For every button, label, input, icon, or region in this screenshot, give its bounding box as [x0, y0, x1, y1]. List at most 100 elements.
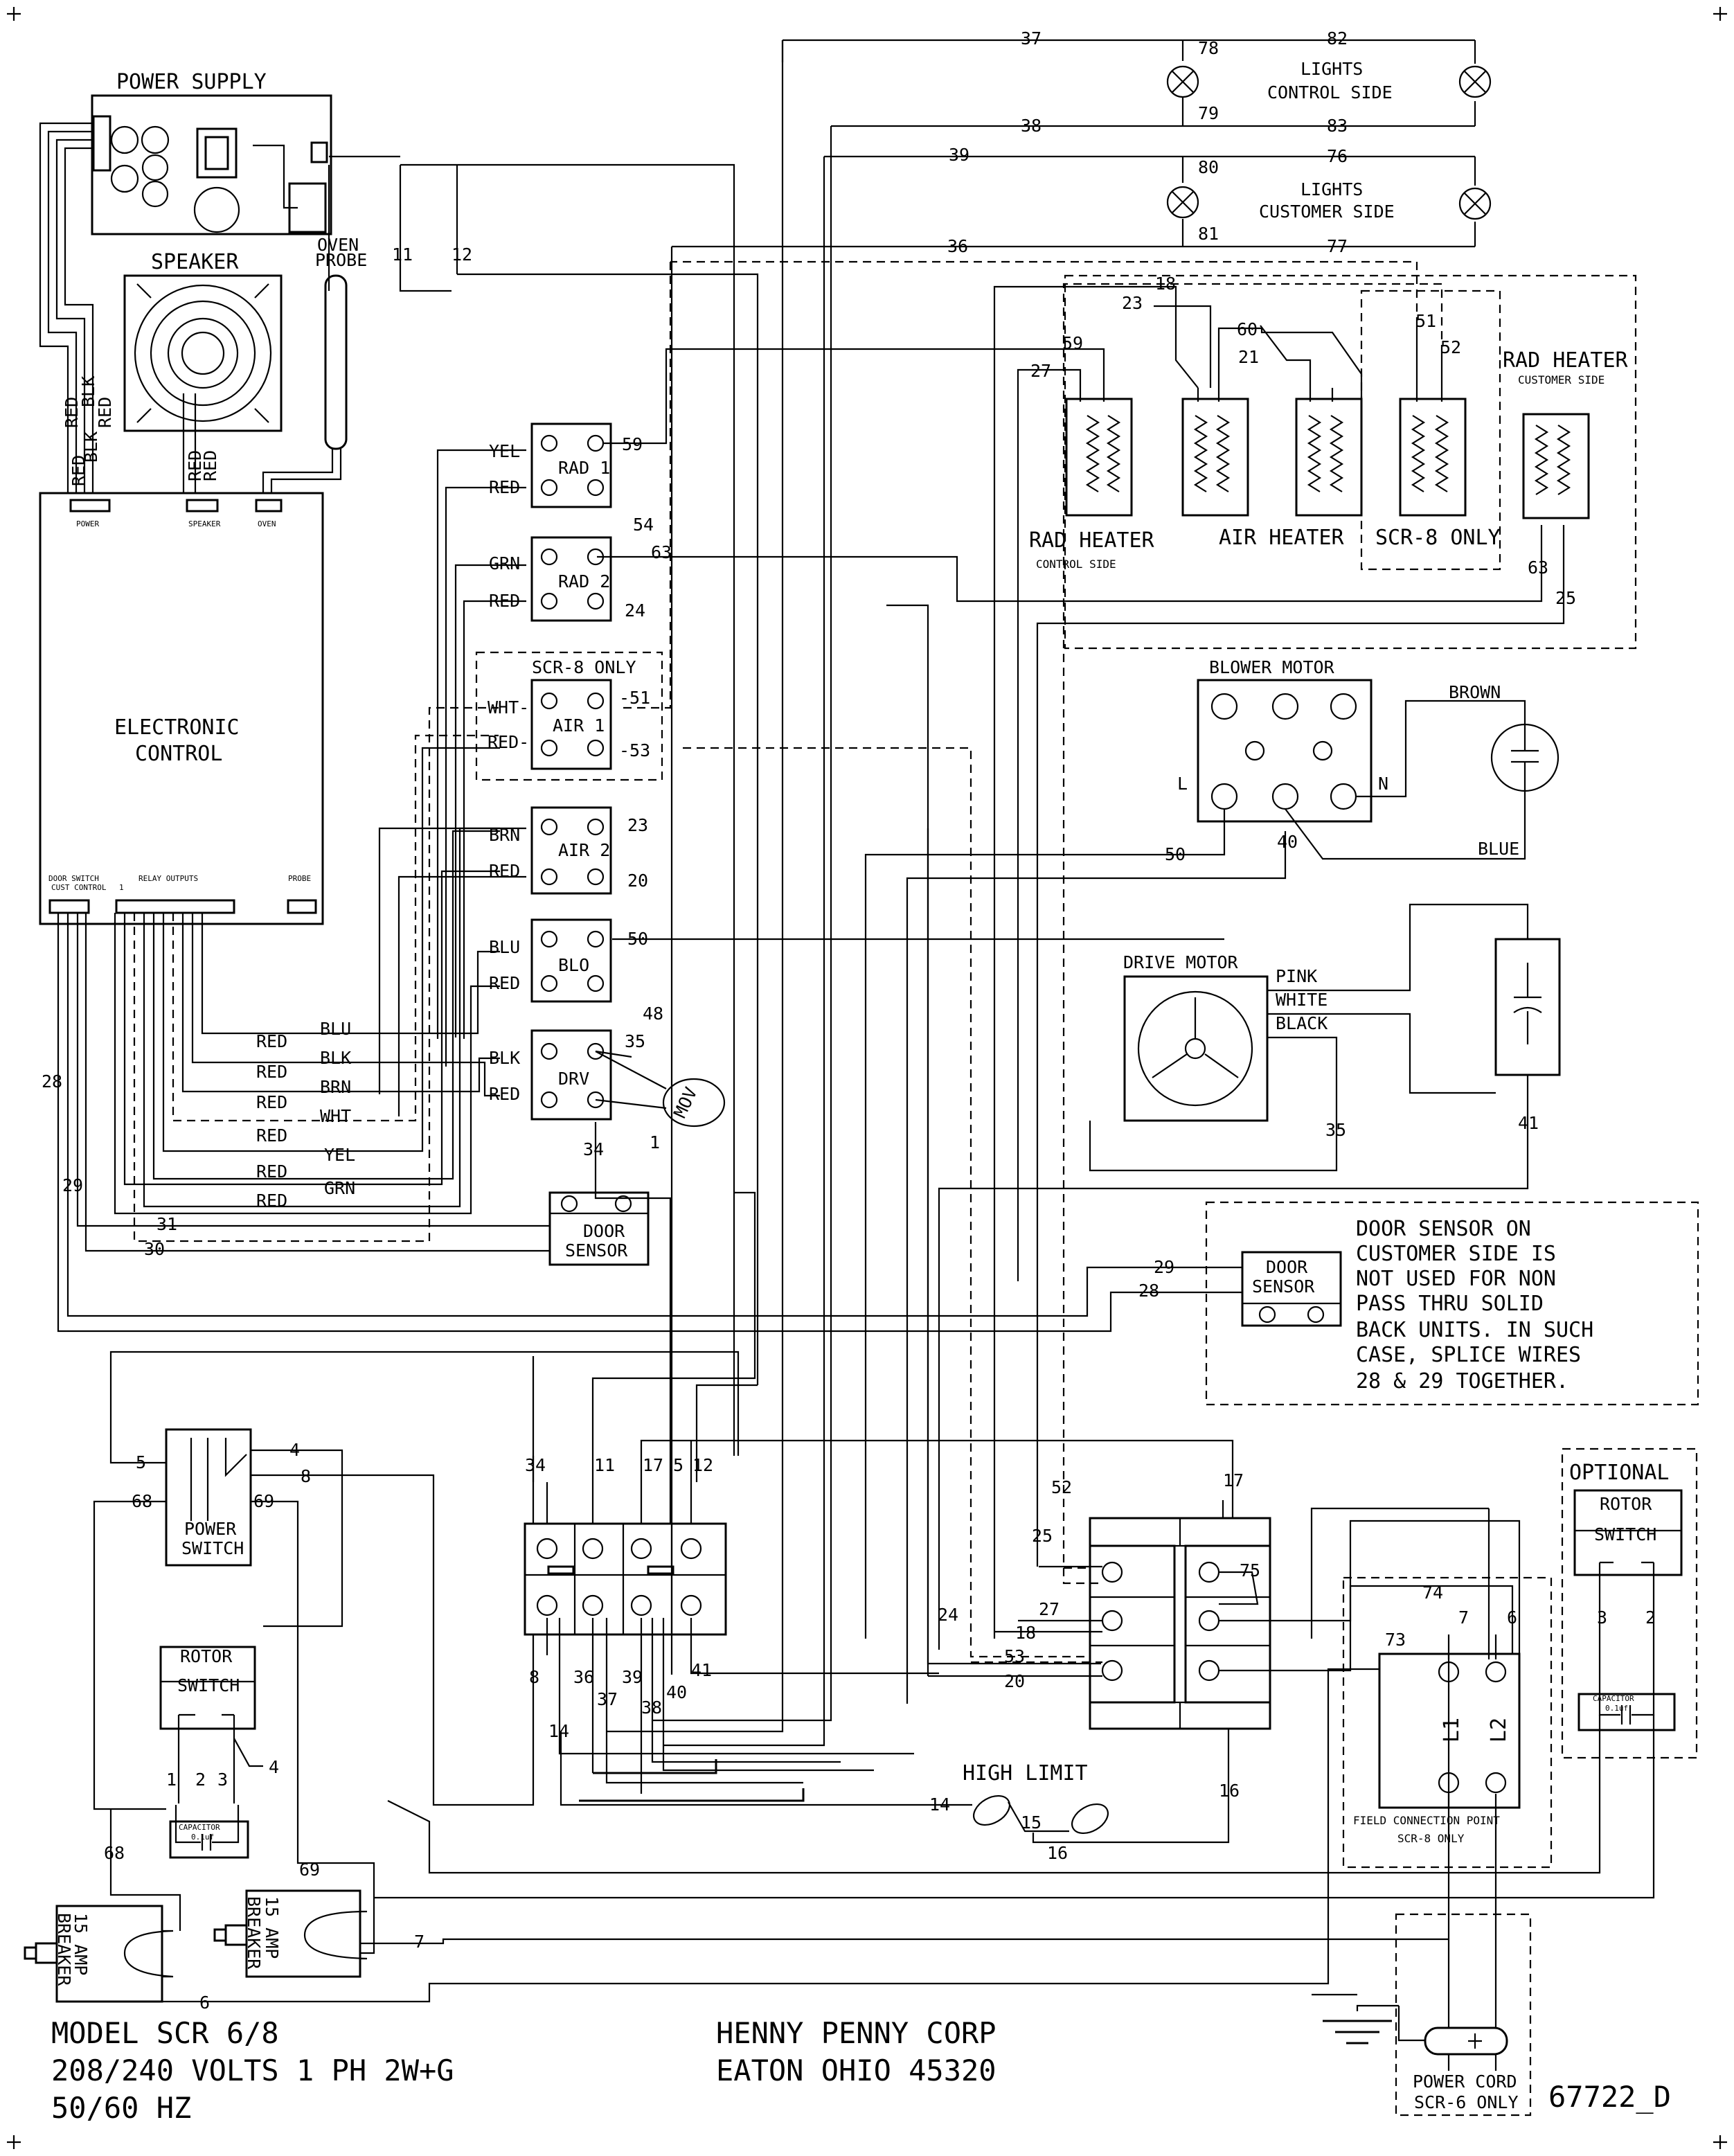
- rotor-switch-t2: 2: [195, 1770, 206, 1790]
- tb-bot-39: 39: [622, 1667, 643, 1687]
- rotor-opt-header: OPTIONAL: [1569, 1461, 1670, 1485]
- feeder-wires: 11 12: [328, 40, 1443, 1747]
- rotor-switch-optional: OPTIONAL ROTOR SWITCH 3 2 CAPACITOR 0.1u…: [374, 1447, 1698, 1899]
- electronic-control: POWER SPEAKER OVEN ELECTRONIC CONTROL DO…: [39, 492, 324, 925]
- tb-bot-40: 40: [666, 1682, 687, 1702]
- harness-lbl-red-3: RED: [256, 1092, 287, 1112]
- oven-probe: OVEN PROBE: [315, 235, 367, 450]
- power-cord-label-1: POWER CORD: [1413, 2072, 1517, 2092]
- relay-rad2: RAD 2 GRN RED 63 24: [489, 536, 672, 622]
- heater-rad-cust-label-1: RAD HEATER: [1503, 348, 1629, 373]
- relay-rad2-name: RAD 2: [558, 571, 610, 591]
- rotor-opt-label-1: ROTOR: [1600, 1494, 1652, 1514]
- relay-air2-in-bot: RED: [489, 861, 520, 881]
- power-harness: RED BLK RED BLK RED RED RED: [39, 122, 342, 500]
- speaker-title: SPEAKER: [151, 250, 239, 274]
- lights-cust-wire-36: 36: [947, 236, 968, 256]
- tbr-left-52: 52: [1051, 1477, 1072, 1497]
- door-cust-wire-28: 28: [1138, 1281, 1159, 1301]
- relay-blo-name: BLO: [558, 955, 589, 975]
- harness-lbl-red-4: RED: [256, 1125, 287, 1146]
- lights-ctrl-label-2: CONTROL SIDE: [1267, 82, 1393, 103]
- lights-ctrl-wire-37: 37: [1021, 28, 1042, 48]
- power-switch-wire-68: 68: [132, 1491, 152, 1511]
- control-title-1: ELECTRONIC: [114, 715, 240, 740]
- tbr-left-18: 18: [1015, 1623, 1036, 1643]
- registration-marks: [7, 7, 1727, 2149]
- heater-rad-ctrl-label-1: RAD HEATER: [1029, 528, 1155, 553]
- lights-cust-wire-76: 76: [1327, 146, 1348, 166]
- speaker: SPEAKER: [123, 250, 283, 432]
- power-switch-label-1: POWER: [184, 1519, 237, 1539]
- rotor-opt-t3: 3: [1597, 1607, 1607, 1628]
- door-sensor-label-2: SENSOR: [565, 1240, 628, 1260]
- lights-cust-wire-77: 77: [1327, 236, 1348, 256]
- relay-drv-name: DRV: [558, 1069, 589, 1089]
- rotor-opt-label-2: SWITCH: [1594, 1524, 1656, 1544]
- breaker-1: 15 AMP BREAKER 68 6: [24, 1668, 1379, 2013]
- lights-cust-wire-39: 39: [949, 145, 969, 165]
- drive-motor-title: DRIVE MOTOR: [1123, 952, 1239, 972]
- door-wire-31: 31: [157, 1214, 177, 1234]
- door-note-line-6: CASE, SPLICE WIRES: [1356, 1343, 1581, 1367]
- relay-air2-out-top: 23: [627, 815, 648, 835]
- lamp-80-81: [1166, 186, 1199, 219]
- harness-red-5: RED: [200, 450, 220, 481]
- field-label-2: SCR-8 ONLY: [1397, 1832, 1465, 1845]
- breaker-2: 15 AMP BREAKER 69 7: [213, 1507, 1490, 1978]
- breaker-wire-6: 6: [199, 1993, 210, 2013]
- field-wire-7: 7: [1458, 1607, 1469, 1628]
- high-limit-wire-14: 14: [929, 1794, 950, 1815]
- relay-blo-in-top: BLU: [489, 937, 520, 957]
- field-wire-74: 74: [1422, 1583, 1443, 1603]
- harness-lbl-yel: YEL: [324, 1145, 355, 1165]
- relay-air1-in-bot: RED-: [488, 732, 529, 752]
- heater-rad-cust-wire-25: 25: [1555, 588, 1576, 608]
- blower-n: N: [1378, 774, 1388, 794]
- footer-drawing-no: 67722_D: [1548, 2080, 1671, 2114]
- field-label-1: FIELD CONNECTION POINT: [1353, 1814, 1500, 1827]
- relay-air1-name: AIR 1: [553, 715, 605, 736]
- drive-wire-35: 35: [1325, 1120, 1346, 1140]
- harness-red-3: RED: [69, 455, 89, 486]
- blower-wire-40: 40: [1277, 832, 1298, 852]
- heater-scr8-wire-51: 51: [1415, 311, 1436, 331]
- lamp-80: 80: [1198, 157, 1219, 177]
- field-connection: L1 L2 FIELD CONNECTION POINT SCR-8 ONLY …: [1342, 1576, 1553, 2071]
- tb-top-12: 12: [692, 1455, 713, 1475]
- relay-drv-in-top: BLK: [489, 1048, 520, 1068]
- drive-motor: DRIVE MOTOR PINK WHITE BLACK 35 41: [595, 903, 1561, 1650]
- footer-address: EATON OHIO 45320: [716, 2053, 996, 2087]
- lamp-79: 79: [1198, 103, 1219, 123]
- power-switch-label-2: SWITCH: [181, 1538, 244, 1558]
- rotor-switch-t3: 3: [217, 1770, 228, 1790]
- power-cord: POWER CORD SCR-6 ONLY: [1312, 1913, 1532, 2117]
- lamp-78-79: [1166, 65, 1199, 98]
- heater-air-label: AIR HEATER: [1219, 526, 1345, 550]
- door-wire-29: 29: [62, 1175, 83, 1195]
- rotor-switch-label-1: ROTOR: [180, 1646, 233, 1666]
- harness-lbl-blk: BLK: [320, 1048, 351, 1068]
- drive-wire-41: 41: [1518, 1113, 1539, 1133]
- wire-11: 11: [392, 244, 413, 265]
- power-cord-label-2: SCR-6 ONLY: [1414, 2092, 1519, 2112]
- lights-cust-label-1: LIGHTS: [1300, 179, 1363, 199]
- relay-blo-out-bot: 48: [643, 1004, 663, 1024]
- harness-lbl-wht: WHT: [320, 1106, 351, 1126]
- tb-bot-41: 41: [691, 1660, 712, 1680]
- relay-air1-out-bot: -53: [619, 740, 650, 760]
- footer-company: HENNY PENNY CORP: [716, 2016, 996, 2050]
- footer-hz: 50/60 HZ: [51, 2091, 191, 2125]
- footer: MODEL SCR 6/8 208/240 VOLTS 1 PH 2W+G 50…: [51, 2016, 1671, 2125]
- control-speaker-label: SPEAKER: [188, 519, 221, 528]
- relay-drv-extra: 1: [650, 1132, 660, 1152]
- door-wire-28: 28: [42, 1071, 62, 1092]
- relay-rad1-out-bot: 54: [633, 515, 654, 535]
- heater-rad-ctrl-wire-27: 27: [1030, 361, 1051, 381]
- high-limit-wire-16: 16: [1047, 1843, 1068, 1863]
- rotor-switch-wire-4: 4: [269, 1757, 279, 1777]
- high-limit: HIGH LIMIT 14 15 16: [560, 1731, 1109, 1863]
- heater-scr8: 51 52 SCR-8 ONLY: [1360, 289, 1501, 571]
- heater-air-wire-60: 60: [1237, 319, 1258, 339]
- blower-blue: BLUE: [1478, 839, 1519, 859]
